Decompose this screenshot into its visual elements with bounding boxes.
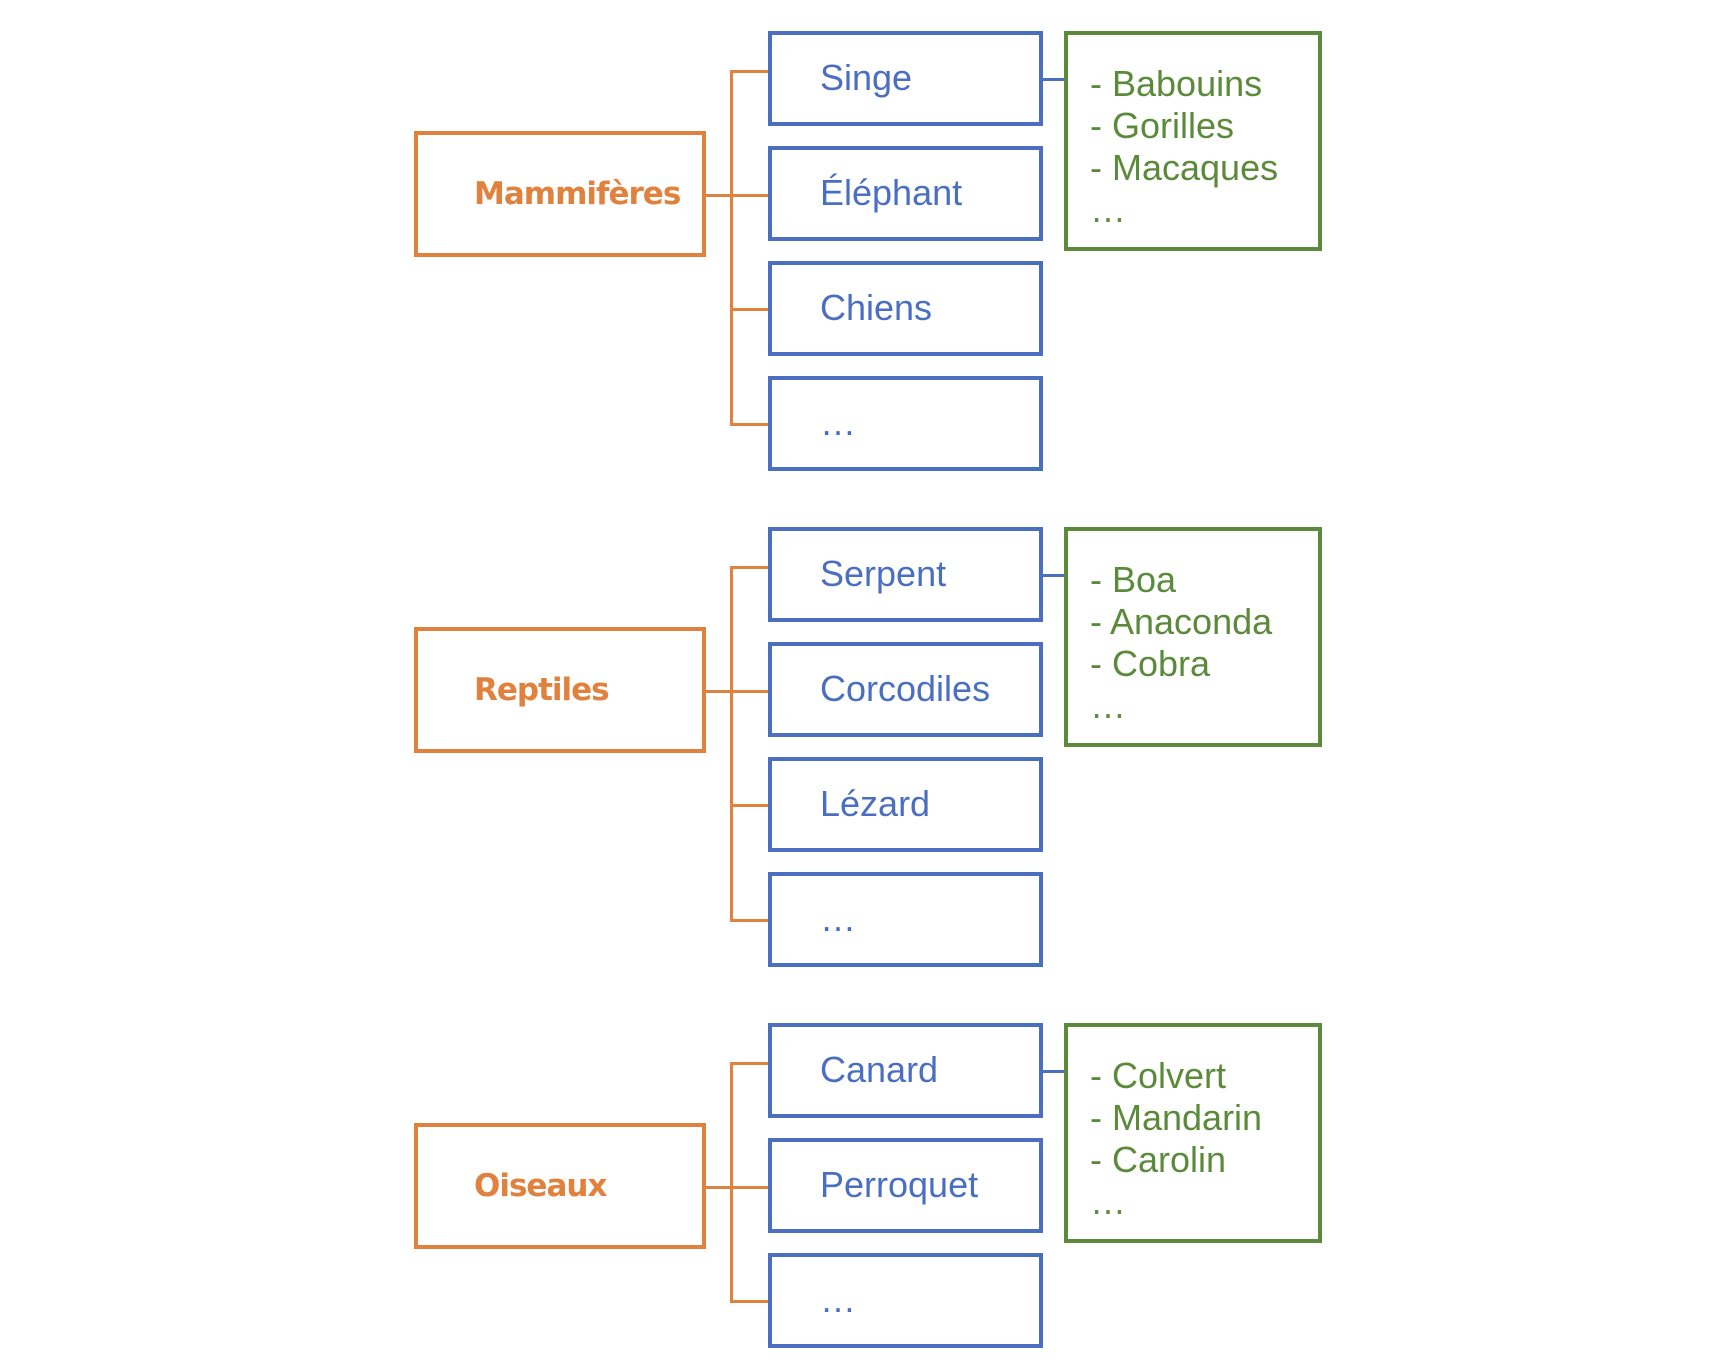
connector xyxy=(730,423,770,426)
subcategory-box: Serpent xyxy=(768,527,1043,622)
category-label: Reptiles xyxy=(474,672,610,708)
category-box: Reptiles xyxy=(414,627,706,753)
examples-box: - Colvert - Mandarin - Carolin … xyxy=(1064,1023,1322,1243)
subcategory-label: Serpent xyxy=(820,552,947,594)
connector xyxy=(730,308,770,311)
connector xyxy=(706,690,732,693)
examples-list: - Colvert - Mandarin - Carolin … xyxy=(1090,1055,1262,1223)
subcategory-label: Corcodiles xyxy=(820,667,991,709)
example-item: - Macaques xyxy=(1090,147,1279,188)
example-item: - Colvert xyxy=(1090,1055,1227,1096)
connector xyxy=(1042,1070,1066,1073)
connector xyxy=(730,804,770,807)
connector xyxy=(730,919,770,922)
connector xyxy=(730,1062,770,1065)
subcategory-label: … xyxy=(820,401,856,443)
example-item: - Anaconda xyxy=(1090,601,1273,642)
connector xyxy=(706,194,732,197)
connector xyxy=(1042,78,1066,81)
subcategory-box: … xyxy=(768,872,1043,967)
examples-list: - Babouins - Gorilles - Macaques … xyxy=(1090,63,1278,231)
category-box: Mammifères xyxy=(414,131,706,257)
connector xyxy=(730,1186,770,1189)
connector xyxy=(730,1062,733,1303)
subcategory-box: … xyxy=(768,376,1043,471)
examples-box: - Boa - Anaconda - Cobra … xyxy=(1064,527,1322,747)
subcategory-box: Corcodiles xyxy=(768,642,1043,737)
connector xyxy=(730,70,733,425)
subcategory-label: … xyxy=(820,897,856,939)
category-box: Oiseaux xyxy=(414,1123,706,1249)
category-label: Oiseaux xyxy=(474,1168,607,1204)
examples-list: - Boa - Anaconda - Cobra … xyxy=(1090,559,1272,727)
example-item: … xyxy=(1090,685,1126,726)
subcategory-box: Canard xyxy=(768,1023,1043,1118)
example-item: - Mandarin xyxy=(1090,1097,1263,1138)
example-item: - Carolin xyxy=(1090,1139,1227,1180)
connector xyxy=(730,566,733,921)
subcategory-box: Singe xyxy=(768,31,1043,126)
connector xyxy=(730,1300,770,1303)
subcategory-label: Perroquet xyxy=(820,1163,979,1205)
subcategory-box: Perroquet xyxy=(768,1138,1043,1233)
connector xyxy=(730,194,770,197)
example-item: - Cobra xyxy=(1090,643,1211,684)
subcategory-label: Chiens xyxy=(820,286,933,328)
subcategory-box: … xyxy=(768,1253,1043,1348)
connector xyxy=(730,566,770,569)
connector xyxy=(706,1186,732,1189)
subcategory-label: Singe xyxy=(820,56,913,98)
subcategory-box: Lézard xyxy=(768,757,1043,852)
subcategory-label: Éléphant xyxy=(820,171,963,213)
connector xyxy=(1042,574,1066,577)
subcategory-label: … xyxy=(820,1278,856,1320)
examples-box: - Babouins - Gorilles - Macaques … xyxy=(1064,31,1322,251)
example-item: - Gorilles xyxy=(1090,105,1235,146)
category-label: Mammifères xyxy=(474,176,681,212)
connector xyxy=(730,70,770,73)
subcategory-box: Chiens xyxy=(768,261,1043,356)
example-item: … xyxy=(1090,1181,1126,1222)
subcategory-label: Canard xyxy=(820,1048,939,1090)
subcategory-label: Lézard xyxy=(820,782,931,824)
subcategory-box: Éléphant xyxy=(768,146,1043,241)
example-item: … xyxy=(1090,189,1126,230)
example-item: - Babouins xyxy=(1090,63,1263,104)
example-item: - Boa xyxy=(1090,559,1177,600)
connector xyxy=(730,690,770,693)
